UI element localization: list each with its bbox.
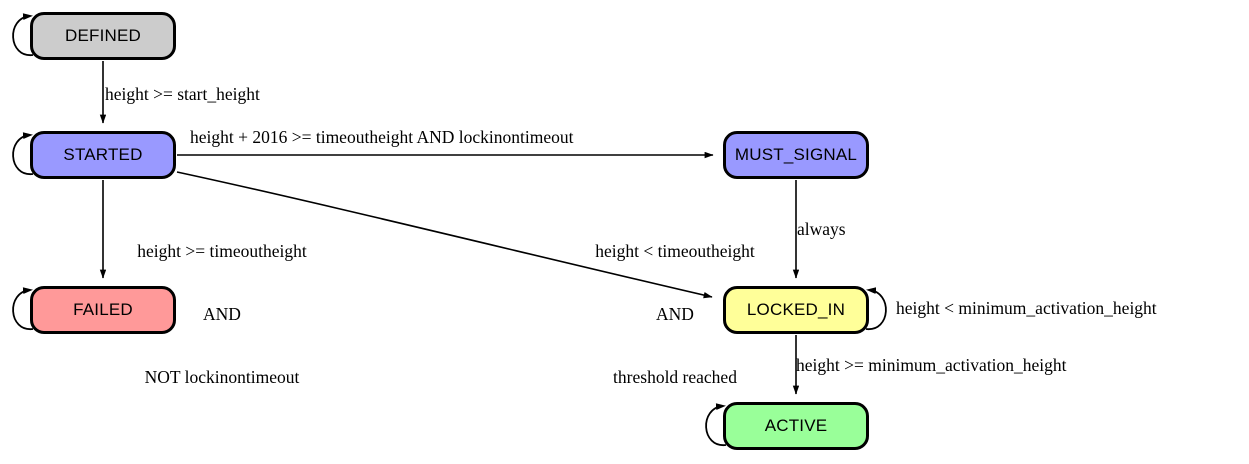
- edge-defined-self-loop: [12, 13, 34, 56]
- state-node-started[interactable]: STARTED: [30, 131, 176, 179]
- edge-label-locked-in-self-loop: height < minimum_activation_height: [896, 298, 1157, 318]
- state-label-locked-in: LOCKED_IN: [746, 300, 846, 319]
- edge-label-line: NOT lockinontimeout: [144, 367, 300, 387]
- state-node-locked-in[interactable]: LOCKED_IN: [723, 286, 869, 334]
- edge-label-must-signal-to-locked-in: always: [797, 219, 846, 239]
- edge-started-self-loop: [12, 132, 34, 175]
- edge-label-started-to-must-signal: height + 2016 >= timeoutheight AND locki…: [190, 127, 574, 147]
- state-label-failed: FAILED: [73, 300, 133, 319]
- edge-started-to-locked-in: [176, 171, 713, 299]
- state-node-failed[interactable]: FAILED: [30, 286, 176, 334]
- edge-label-started-to-failed: height >= timeoutheight AND NOT lockinon…: [103, 199, 341, 430]
- edge-label-line: AND: [203, 304, 241, 324]
- edge-label-started-to-locked-in: height < timeoutheight AND threshold rea…: [565, 199, 785, 430]
- edge-label-defined-to-started: height >= start_height: [105, 84, 260, 104]
- edge-label-locked-in-to-active: height >= minimum_activation_height: [796, 355, 1067, 375]
- state-node-defined[interactable]: DEFINED: [30, 12, 176, 60]
- edge-label-line: AND: [656, 304, 694, 324]
- edge-label-line: height < timeoutheight: [595, 241, 755, 261]
- state-label-must-signal: MUST_SIGNAL: [734, 145, 858, 164]
- edge-active-self-loop: [705, 403, 727, 446]
- state-label-active: ACTIVE: [764, 416, 828, 435]
- state-label-started: STARTED: [63, 145, 143, 164]
- edge-label-line: height >= timeoutheight: [137, 241, 307, 261]
- state-label-defined: DEFINED: [64, 26, 142, 45]
- edge-locked-in-self-loop: [865, 287, 887, 330]
- state-node-active[interactable]: ACTIVE: [723, 402, 869, 450]
- edge-label-line: threshold reached: [613, 367, 737, 387]
- edge-failed-self-loop: [12, 287, 34, 330]
- state-node-must-signal[interactable]: MUST_SIGNAL: [723, 131, 869, 179]
